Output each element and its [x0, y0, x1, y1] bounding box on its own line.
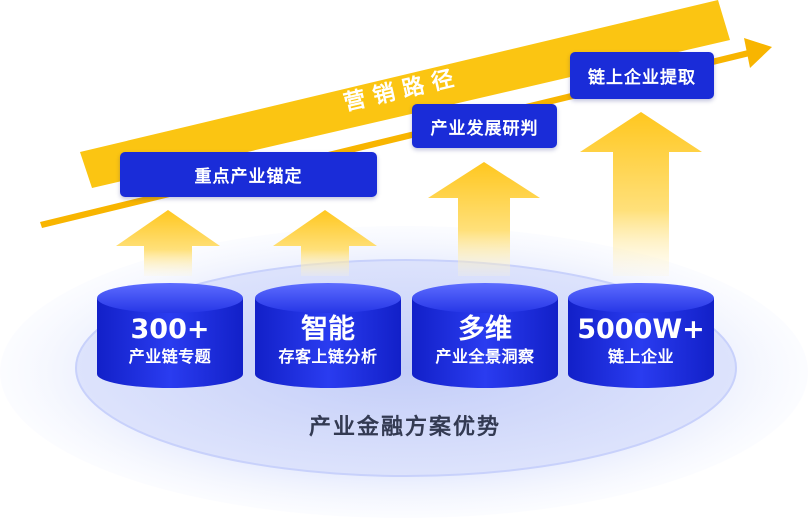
banner-arrowhead [744, 38, 772, 68]
pillar-3-small: 产业全景洞察 [435, 347, 535, 366]
pillar-2-small: 存客上链分析 [278, 347, 378, 366]
pillar-1 [97, 283, 243, 388]
up-arrow-4 [580, 112, 702, 276]
pillar-3-text: 多维 产业全景洞察 [412, 314, 558, 368]
pillar-2-text: 智能 存客上链分析 [255, 314, 401, 368]
pillar-3-big: 多维 [458, 314, 512, 345]
solution-advantages-label: 产业金融方案优势 [308, 415, 501, 440]
up-arrow-3 [428, 162, 540, 276]
up-arrow-1 [116, 210, 220, 276]
pillar-4-text: 5000W+ 链上企业 [568, 314, 714, 368]
pillar-2 [255, 283, 401, 388]
pillar-1-text: 300+ 产业链专题 [97, 314, 243, 368]
pillar-1-small: 产业链专题 [128, 347, 212, 366]
pillar-4-big: 5000W+ [577, 314, 705, 345]
stage-label-key-industry: 重点产业锚定 [120, 152, 377, 197]
pillar-3 [412, 283, 558, 388]
pillar-4 [568, 283, 714, 388]
pillar-1-big: 300+ [130, 314, 210, 345]
pillar-2-big: 智能 [301, 314, 355, 345]
pillar-4-small: 链上企业 [607, 347, 674, 366]
stage-label-industry-research: 产业发展研判 [412, 104, 557, 148]
stage-label-chain-enterprise: 链上企业提取 [570, 52, 714, 99]
up-arrow-2 [273, 210, 377, 276]
marketing-path-banner [80, 0, 730, 188]
